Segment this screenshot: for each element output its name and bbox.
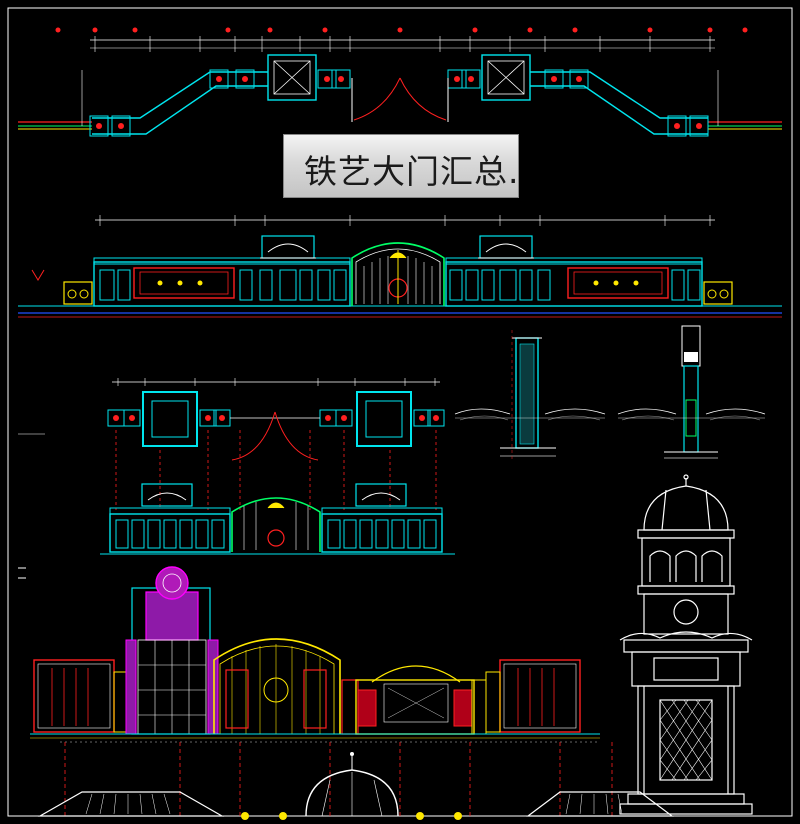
title-banner: 铁艺大门汇总. <box>283 134 519 198</box>
dome-tower <box>619 474 753 815</box>
wall-sections <box>454 325 766 460</box>
bottom-pavilions <box>37 742 674 820</box>
bottom-elevation <box>18 566 600 743</box>
elevation-middle <box>100 483 455 555</box>
plan-view-top <box>18 27 782 137</box>
plan-view-middle <box>18 378 445 510</box>
main-elevation <box>18 215 782 318</box>
drawing-title: 铁艺大门汇总. <box>304 152 518 191</box>
